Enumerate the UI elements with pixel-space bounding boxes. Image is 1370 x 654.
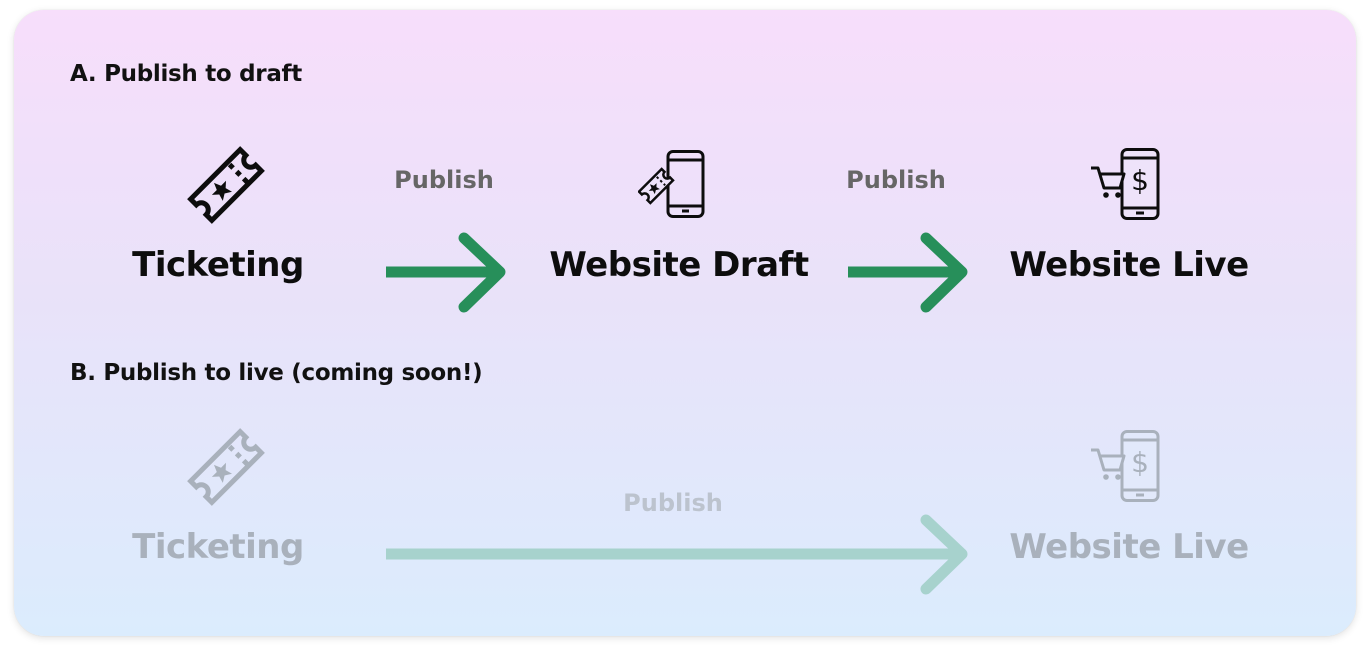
ticket-icon — [187, 428, 265, 506]
edge-label-publish-2: Publish — [846, 166, 946, 194]
edge-label-publish-1: Publish — [394, 166, 494, 194]
node-website-live: Website Live — [1009, 245, 1249, 285]
arrow-draft-to-live — [848, 232, 968, 313]
phone-ticket-icon — [638, 150, 705, 218]
phone-cart-dollar-icon: $ — [1091, 430, 1160, 502]
node-ticketing-future: Ticketing — [132, 527, 304, 567]
node-website-draft: Website Draft — [549, 245, 809, 285]
node-ticketing: Ticketing — [132, 245, 304, 285]
edge-label-publish-future: Publish — [623, 489, 723, 517]
ticket-icon — [187, 146, 265, 224]
arrow-ticketing-to-live-future — [386, 514, 968, 595]
svg-text:$: $ — [1131, 164, 1149, 197]
section-a-title: A. Publish to draft — [70, 61, 302, 87]
phone-cart-dollar-icon: $ — [1091, 148, 1160, 220]
diagram-card — [14, 10, 1356, 636]
arrow-ticketing-to-draft — [386, 232, 506, 313]
svg-text:$: $ — [1131, 446, 1149, 479]
node-website-live-future: Website Live — [1009, 527, 1249, 567]
section-b-title: B. Publish to live (coming soon!) — [70, 360, 483, 386]
